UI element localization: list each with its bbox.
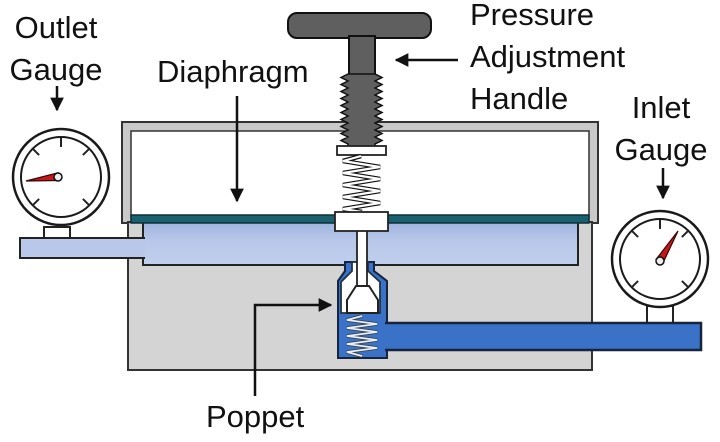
handle-t-bar	[287, 12, 432, 39]
handle-stem	[348, 35, 376, 79]
main-spring-assembly	[334, 145, 389, 232]
inlet-pipe	[385, 321, 703, 352]
outlet-gauge-hub	[53, 172, 63, 182]
spring-bottom-plate	[334, 211, 389, 232]
pressure-adjustment-handle-label: Pressure Adjustment Handle	[470, 0, 626, 116]
poppet-spring	[346, 315, 378, 357]
poppet	[346, 285, 379, 314]
adjustment-screw-threads	[339, 73, 384, 151]
poppet-assembly	[337, 228, 388, 359]
inlet-gauge-hub	[655, 256, 665, 266]
outlet-pipe	[19, 237, 145, 259]
outlet-gauge-label: Outlet Gauge	[9, 10, 103, 87]
poppet-label: Poppet	[206, 399, 305, 434]
diaphragm-label: Diaphragm	[157, 54, 309, 89]
outlet-gauge	[11, 127, 111, 227]
pressure-adjustment-handle	[287, 12, 432, 151]
inlet-gauge	[610, 209, 710, 309]
inlet-gauge-ticks	[630, 219, 690, 289]
outlet-gauge-ticks	[31, 137, 91, 207]
inlet-gauge-label: Inlet Gauge	[614, 90, 708, 167]
inlet-gauge-stem	[646, 305, 674, 325]
spring-top-plate	[336, 145, 387, 156]
annotation-arrows	[50, 53, 670, 396]
poppet-arrow	[253, 298, 333, 396]
poppet-stem	[356, 228, 368, 292]
main-spring	[342, 154, 381, 214]
